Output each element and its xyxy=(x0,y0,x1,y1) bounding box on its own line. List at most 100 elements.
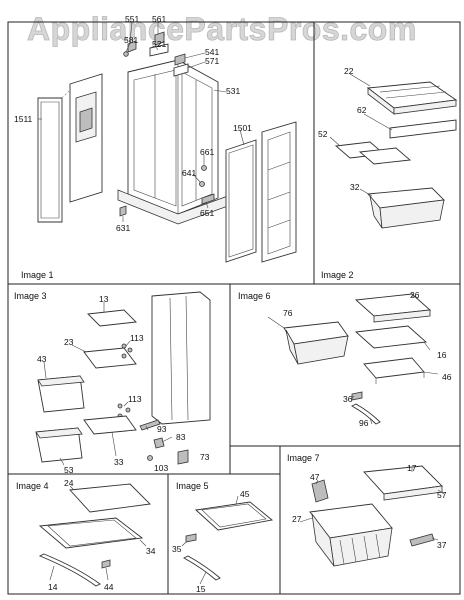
shelf-13 xyxy=(87,309,137,327)
callout-36: 36 xyxy=(343,394,353,404)
part-37 xyxy=(409,533,435,547)
callout-541: 541 xyxy=(205,47,219,57)
callout-37: 37 xyxy=(437,540,447,550)
callout-15: 15 xyxy=(196,584,206,594)
part-631 xyxy=(119,205,127,217)
shelf-23 xyxy=(83,347,137,369)
callout-43: 43 xyxy=(37,354,47,364)
callout-27: 27 xyxy=(292,514,302,524)
shelf-16 xyxy=(354,325,428,349)
callout-26: 26 xyxy=(410,290,420,300)
callout-631: 631 xyxy=(116,223,130,233)
part-641 xyxy=(199,181,205,187)
shelf-rail-62 xyxy=(389,119,457,139)
callout-1501: 1501 xyxy=(233,123,252,133)
callout-651: 651 xyxy=(200,208,214,218)
part-47 xyxy=(311,479,329,503)
shelf-46 xyxy=(363,357,425,379)
callout-531: 531 xyxy=(226,86,240,96)
image1-drawing xyxy=(37,21,297,263)
callout-113-lower: 113 xyxy=(128,394,142,404)
callout-23: 23 xyxy=(64,337,74,347)
callout-32: 32 xyxy=(350,182,360,192)
callout-521: 521 xyxy=(152,39,166,49)
callout-53: 53 xyxy=(64,465,74,475)
callout-661: 661 xyxy=(200,147,214,157)
part-661 xyxy=(201,165,207,171)
part-103 xyxy=(147,455,153,461)
callout-73: 73 xyxy=(200,452,210,462)
hinge-plate-521 xyxy=(149,43,169,57)
panel-label-image7: Image 7 xyxy=(287,453,320,463)
part-93 xyxy=(139,419,161,431)
callout-24: 24 xyxy=(64,478,74,488)
callout-93: 93 xyxy=(157,424,167,434)
cabinet-interior xyxy=(151,291,211,425)
freezer-door-gasket xyxy=(37,97,63,223)
callout-35: 35 xyxy=(172,544,182,554)
callout-17: 17 xyxy=(407,463,417,473)
callout-34: 34 xyxy=(146,546,156,556)
callout-45: 45 xyxy=(240,489,250,499)
shelf-45 xyxy=(194,501,274,531)
rail-15 xyxy=(183,555,221,581)
panel-label-image5: Image 5 xyxy=(176,481,209,491)
part-73 xyxy=(177,449,189,465)
panel-frame-image5 xyxy=(167,473,281,595)
image6-drawing xyxy=(267,293,439,425)
cabinet-body xyxy=(127,59,219,215)
panel-label-image4: Image 4 xyxy=(16,481,49,491)
callout-47: 47 xyxy=(310,472,320,482)
callout-83: 83 xyxy=(176,432,186,442)
crisper-cover-33 xyxy=(83,415,137,435)
callout-14: 14 xyxy=(48,582,58,592)
callout-1511: 1511 xyxy=(14,114,33,124)
panel-frames xyxy=(7,21,461,595)
callout-561: 561 xyxy=(152,14,166,24)
hinge-541 xyxy=(174,53,186,66)
part-44 xyxy=(101,559,111,569)
panel-label-image3: Image 3 xyxy=(14,291,47,301)
rail-14 xyxy=(38,553,101,587)
brackets-113-upper xyxy=(121,343,133,359)
image7-drawing xyxy=(299,465,445,567)
fresh-food-door xyxy=(261,121,297,263)
callout-581: 581 xyxy=(124,35,138,45)
callout-641: 641 xyxy=(182,168,196,178)
image3-drawing xyxy=(35,291,211,466)
callout-33: 33 xyxy=(114,457,124,467)
image5-drawing xyxy=(181,495,274,585)
fresh-food-gasket xyxy=(225,139,257,263)
callout-62: 62 xyxy=(357,105,367,115)
callout-571: 571 xyxy=(205,56,219,66)
callout-57: 57 xyxy=(437,490,447,500)
panel-label-image6: Image 6 xyxy=(238,291,271,301)
shelf-52b xyxy=(358,147,412,165)
callout-44: 44 xyxy=(104,582,114,592)
part-83 xyxy=(153,437,165,449)
hinge-top-561 xyxy=(154,31,165,46)
callout-52: 52 xyxy=(318,129,328,139)
screw-581 xyxy=(123,51,129,57)
callout-96: 96 xyxy=(359,418,369,428)
image4-drawing xyxy=(38,483,151,587)
panel-label-image1: Image 1 xyxy=(21,270,54,280)
dispenser-recess xyxy=(79,107,93,133)
watermark-text: AppliancePartsPros.com xyxy=(27,11,417,47)
callout-13: 13 xyxy=(99,294,109,304)
callout-76: 76 xyxy=(283,308,293,318)
part-651 xyxy=(201,193,215,205)
hinge-571 xyxy=(173,63,189,77)
panel-label-image2: Image 2 xyxy=(321,270,354,280)
callout-16: 16 xyxy=(437,350,447,360)
callout-113-upper: 113 xyxy=(130,333,144,343)
callout-22: 22 xyxy=(344,66,354,76)
callout-46: 46 xyxy=(442,372,452,382)
panel-frame-image7 xyxy=(279,445,461,595)
rail-96 xyxy=(351,403,381,425)
callout-103: 103 xyxy=(154,463,168,473)
shelf-24 xyxy=(69,483,151,513)
callout-551: 551 xyxy=(125,14,139,24)
image2-drawing xyxy=(329,73,458,229)
